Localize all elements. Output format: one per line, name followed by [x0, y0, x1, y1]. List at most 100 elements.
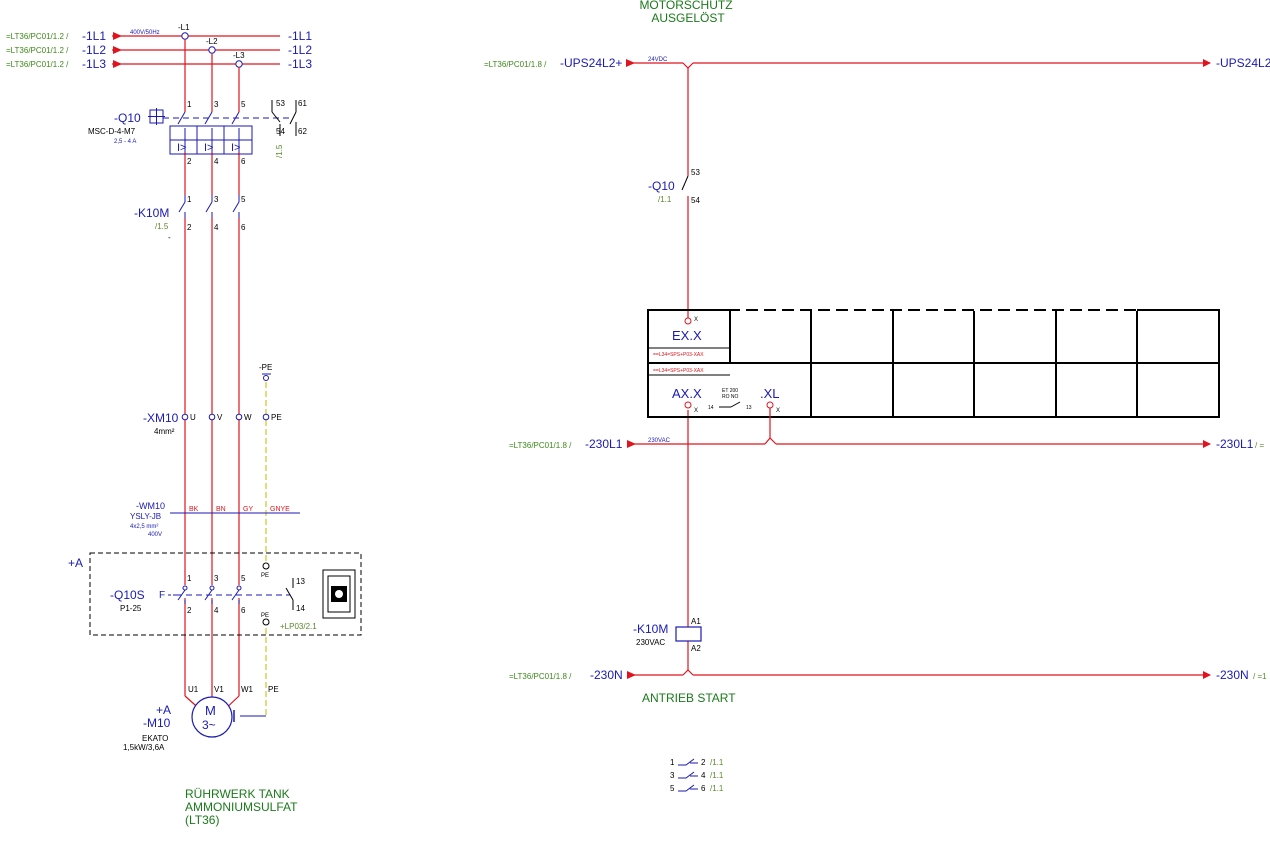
power-wires: [184, 39, 240, 696]
xm10-tag: -XM10: [143, 411, 179, 425]
k10m-pin-5: 5: [241, 195, 246, 204]
q10-pin-4: 4: [214, 157, 219, 166]
plc-ex-ref: ==L34=SPS+P03-XAX: [653, 352, 704, 358]
q10s-type: P1-25: [120, 604, 142, 613]
contact-row: 3 4 /1.1: [670, 771, 724, 780]
q10-aux-54: 54: [276, 127, 285, 136]
l3-source-ref: =LT36/PC01/1.2 /: [6, 60, 69, 69]
q10s-op-icon: F: [159, 590, 165, 601]
q10s-pin-5: 5: [241, 574, 246, 583]
xm10-term-v: V: [217, 413, 223, 422]
q10-pin-3: 3: [214, 100, 219, 109]
l1-source-ref: =LT36/PC01/1.2 /: [6, 32, 69, 41]
motor-symbol: [191, 696, 233, 738]
n-source-ref: =LT36/PC01/1.8 /: [509, 672, 572, 681]
svg-text:1: 1: [670, 758, 675, 767]
k10m-dash: -: [168, 233, 171, 242]
wm10-spec: 4x2,5 mm²: [130, 524, 158, 530]
coil-tag: -K10M: [633, 622, 668, 636]
xm10-spec: 4mm²: [154, 427, 175, 436]
l1-label: -1L1: [82, 29, 106, 43]
q10-aux-53: 53: [276, 99, 285, 108]
n-out-label: -230N: [1216, 668, 1249, 682]
plc-xl-tag: .XL: [760, 386, 780, 401]
s230-out-ref: / =: [1255, 441, 1264, 450]
plc-et-pin-14: 14: [708, 405, 714, 411]
l2-out-label: -1L2: [288, 43, 312, 57]
svg-text:2: 2: [701, 758, 706, 767]
q10-trip-l2: I>: [204, 142, 213, 154]
contact-row: 5 6 /1.1: [670, 784, 724, 793]
coil-voltage: 230VAC: [636, 638, 665, 647]
ups-supply: =LT36/PC01/1.8 / -UPS24L2+ 24VDC -UPS24L…: [484, 56, 1270, 70]
q10-aux-ref-r: /1.1: [658, 195, 672, 204]
s230-source-ref: =LT36/PC01/1.8 /: [509, 441, 572, 450]
q10-pin-1: 1: [187, 100, 192, 109]
supply-230l1: =LT36/PC01/1.8 / -230L1 230VAC -230L1 / …: [509, 408, 1264, 451]
tap-point-l3: [235, 60, 243, 68]
plc-ex-pin: X: [694, 317, 698, 323]
top-title: MOTORSCHUTZ AUSGELÖST: [639, 0, 732, 25]
arrow-l1: [113, 32, 122, 40]
wm10-core-bn: BN: [216, 506, 226, 513]
m10-motor: M 3~ U1 V1 W1 PE +A -M10 EKATO 1,5kW/3,6…: [123, 685, 279, 752]
drive-title-line1: RÜHRWERK TANK: [185, 787, 290, 801]
k10m-tag: -K10M: [134, 206, 169, 220]
motor-symbol-m: M: [205, 703, 216, 718]
q10s-pe-top: PE: [261, 573, 269, 579]
arrow-l2: [113, 46, 122, 54]
k10m-main-contacts: -K10M /1.5 - 1 3 5 2 4 6: [134, 195, 246, 242]
q10-aux-pin-53: 53: [691, 168, 700, 177]
xm10-term-u: U: [190, 413, 196, 422]
ups-voltage: 24VDC: [648, 57, 668, 63]
q10s-isolator: +A -Q10S P1-25 F 1 3 5 2 4 6 PE PE 13 14…: [68, 552, 362, 636]
q10s-pin-1: 1: [187, 574, 192, 583]
q10-aux-pin-54: 54: [691, 196, 700, 205]
l1-out-label: -1L1: [288, 29, 312, 43]
wm10-core-gy: GY: [243, 506, 253, 513]
m10-tag: -M10: [143, 716, 171, 730]
coil-pin-a1: A1: [691, 617, 701, 626]
plc-et-pin-13: 13: [746, 405, 752, 411]
ups-out-label: -UPS24L2: [1216, 56, 1270, 70]
mains-voltage: 400V/50Hz: [130, 30, 160, 36]
q10-trip-l1: I>: [177, 142, 186, 154]
k10m-pin-1: 1: [187, 195, 192, 204]
q10s-pin-2: 2: [187, 606, 192, 615]
neutral-230n: =LT36/PC01/1.8 / -230N -230N / =1: [509, 668, 1267, 682]
drive-title-line3: (LT36): [185, 813, 219, 827]
k10m-pin-4: 4: [214, 223, 219, 232]
s230-tag: -230L1: [585, 437, 623, 451]
ups-source-ref: =LT36/PC01/1.8 /: [484, 60, 547, 69]
q10-aux-62: 62: [298, 127, 307, 136]
tap-label-l2: -L2: [206, 37, 218, 46]
k10m-pin-3: 3: [214, 195, 219, 204]
q10-type: MSC-D-4-M7: [88, 127, 136, 136]
wm10-core-bk: BK: [189, 506, 199, 513]
l2-label: -1L2: [82, 43, 106, 57]
coil-pin-a2: A2: [691, 644, 701, 653]
q10-trip-l3: I>: [231, 142, 240, 154]
l2-source-ref: =LT36/PC01/1.2 /: [6, 46, 69, 55]
tap-label-l3: -L3: [233, 51, 245, 60]
pe-feed: -PE: [259, 363, 272, 716]
plc-et-line1: ET 200: [722, 388, 738, 394]
drive-title-line2: AMMONIUMSULFAT: [185, 800, 298, 814]
contact-table: 1 2 /1.1 3 4 /1.1 5 6 /1.1: [670, 758, 724, 793]
plc-ax-pin: X: [694, 408, 698, 414]
q10-aux-ref: /1.5: [275, 144, 284, 158]
q10s-aux-13: 13: [296, 577, 305, 586]
n-out-ref: / =1: [1253, 672, 1267, 681]
m10-maker: EKATO: [142, 734, 168, 743]
wm10-tag: -WM10: [136, 501, 165, 511]
q10s-pin-6: 6: [241, 606, 246, 615]
top-title-line1: MOTORSCHUTZ: [639, 0, 732, 12]
n-tag: -230N: [590, 668, 623, 682]
xm10-term-pe: PE: [271, 413, 282, 422]
k10m-ref: /1.5: [155, 222, 169, 231]
xm10-term-w: W: [244, 413, 252, 422]
svg-text:/1.1: /1.1: [710, 784, 724, 793]
contact-row: 1 2 /1.1: [670, 758, 724, 767]
tap-point-l1: [181, 32, 189, 40]
tap-label-l1: -L1: [178, 23, 190, 32]
